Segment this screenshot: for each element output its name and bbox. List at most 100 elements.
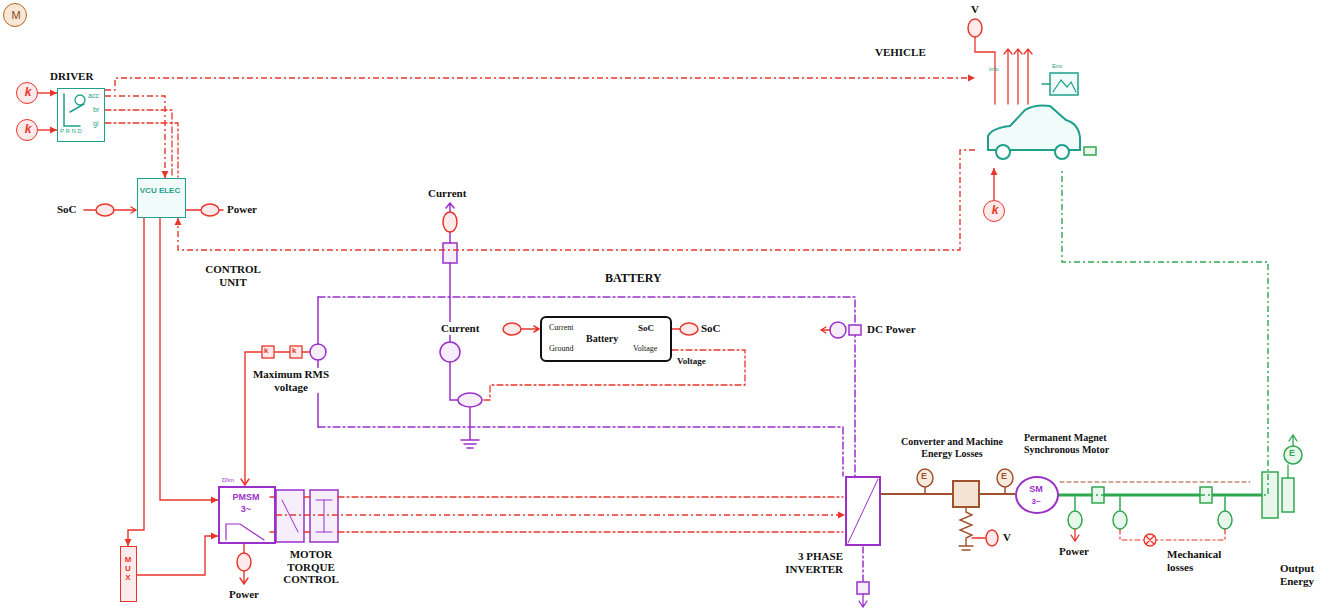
label: Power	[226, 203, 258, 216]
connector-line	[137, 536, 218, 575]
connector-line	[980, 493, 1015, 495]
label: BATTERY	[604, 272, 663, 286]
control-unit: VCU ELECCONTROL UNIT	[137, 178, 186, 218]
inverter-icon	[848, 479, 878, 543]
node-text: k	[984, 204, 1006, 218]
connector-line	[881, 493, 952, 495]
node-text: Battery	[586, 333, 618, 345]
node-text: Permanent Magnet Synchronous Motor	[1024, 432, 1154, 455]
energy-sensor	[917, 469, 933, 487]
node-text: CONTROL UNIT	[193, 263, 273, 288]
signal-wire	[1120, 529, 1225, 540]
node-text: 3 PHASE INVERTER	[757, 550, 843, 575]
model-badge: M	[3, 3, 27, 27]
node-text: Env	[1052, 63, 1062, 70]
label: SoC	[56, 203, 78, 216]
node-text: acc	[88, 92, 99, 100]
signal-wire	[821, 327, 830, 333]
signal-wire	[1071, 529, 1079, 541]
label: SoC	[700, 322, 722, 335]
label: MOTOR TORQUE CONTROL	[270, 548, 352, 586]
arrowhead	[211, 497, 218, 504]
ground-block	[458, 393, 482, 407]
node-text: Ground	[549, 344, 573, 353]
pmsm-controller: PMSM3~	[218, 486, 276, 544]
energy-sensor	[997, 469, 1013, 487]
arrowhead	[211, 533, 218, 540]
node-text: Converter and Machine Energy Losses	[887, 436, 1017, 459]
label: P R N D	[60, 128, 82, 135]
signal-sensor	[968, 19, 982, 37]
inverter: 3 PHASE INVERTER	[845, 476, 881, 546]
signal-wire	[105, 110, 178, 177]
label: E	[1289, 448, 1295, 458]
wire	[1042, 83, 1050, 84]
arrowhead	[991, 168, 998, 175]
label: k	[292, 346, 296, 355]
signal-sensor	[201, 204, 219, 216]
signal-sensor	[443, 212, 457, 232]
connector-line	[128, 218, 144, 546]
wheel-port	[1084, 147, 1096, 155]
power-sensor	[849, 325, 861, 335]
power-sensor	[857, 582, 869, 594]
node-text: PMSM	[220, 492, 272, 502]
loss-block: Converter and Machine Energy Losses	[952, 480, 980, 508]
arrowhead	[50, 127, 57, 134]
connector	[38, 127, 57, 134]
vehicle-block: VEHICLEinfoEnv	[975, 60, 1083, 168]
arrowhead	[125, 539, 132, 546]
node-text: br	[93, 106, 99, 114]
connector	[175, 150, 976, 250]
connector	[160, 218, 218, 504]
speed-sensor	[1068, 511, 1082, 529]
label: Power	[228, 588, 260, 601]
signal-wire	[521, 326, 539, 332]
label: V	[970, 3, 980, 16]
label: Output Energy	[1268, 562, 1326, 587]
connector	[881, 494, 952, 495]
signal-wire	[975, 37, 1032, 104]
label: E	[1001, 471, 1007, 481]
heat-link	[1060, 482, 1250, 483]
label: DC Power	[866, 323, 917, 336]
motor: SM3~Permanent Magnet Synchronous Motor	[1015, 476, 1059, 514]
arrowhead	[838, 512, 845, 519]
label: Current	[440, 322, 480, 335]
connector	[991, 168, 998, 200]
connector	[105, 75, 975, 91]
label: Current	[427, 187, 467, 200]
connector	[125, 218, 145, 546]
mux-block: MUX	[120, 546, 137, 602]
connector-line	[105, 78, 975, 90]
car-wheel	[996, 145, 1010, 159]
torque-sensor	[1218, 511, 1232, 529]
dc-rail	[862, 547, 864, 582]
connector	[137, 533, 218, 576]
connector-line	[105, 96, 165, 178]
node-text: SM	[1017, 484, 1055, 494]
gear	[1282, 478, 1294, 512]
label: Maximum RMS voltage	[250, 368, 332, 393]
signal-sensor	[503, 323, 521, 335]
constant-source: k	[16, 82, 38, 104]
multiplier	[1144, 534, 1156, 546]
node-text: VCU ELEC	[138, 186, 182, 195]
connector-line	[276, 514, 845, 515]
signal-sensor	[237, 553, 251, 571]
driver-icon	[64, 94, 84, 126]
signal-sensor	[680, 323, 698, 335]
label: k	[264, 346, 268, 355]
constant-source: k	[983, 200, 1005, 222]
voltage-sensor	[310, 344, 326, 360]
node-text: info	[989, 66, 999, 73]
power-sensor	[830, 322, 846, 338]
car-body	[988, 106, 1080, 151]
dc-rail	[318, 427, 843, 476]
label: E	[921, 471, 927, 481]
connector	[105, 96, 169, 178]
current-source	[440, 342, 460, 362]
node-text: k	[17, 86, 39, 100]
